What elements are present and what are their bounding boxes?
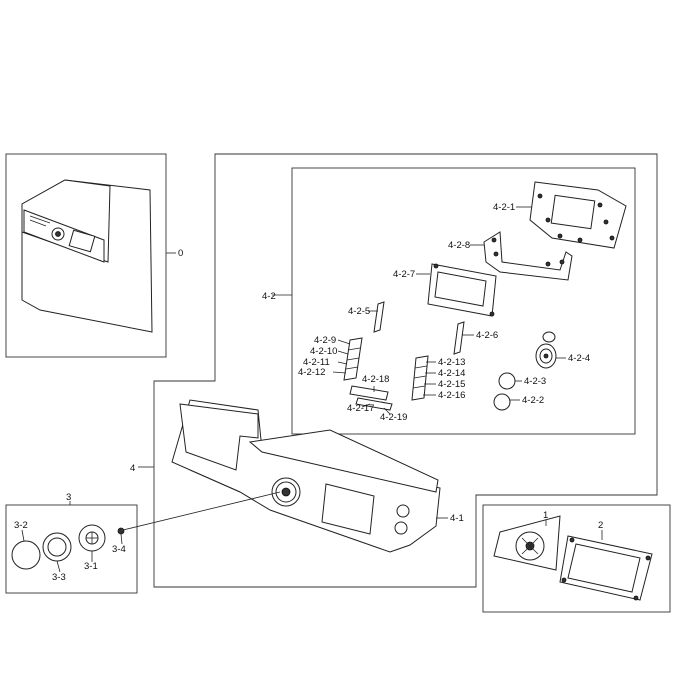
label-3-2: 3-2	[14, 520, 28, 531]
label-4-2-14: 4-2-14	[438, 368, 465, 379]
washer-unit-drawing	[21, 179, 153, 333]
label-4-2-10: 4-2-10	[310, 346, 337, 357]
bars-4-2-17-to-19-drawing	[349, 385, 393, 411]
module-1-drawing	[493, 515, 561, 571]
cap-4-2-3-drawing	[498, 372, 516, 390]
label-3-3: 3-3	[52, 572, 66, 583]
label-2: 2	[598, 520, 603, 531]
label-4-1: 4-1	[450, 513, 464, 524]
label-4: 4	[130, 463, 135, 474]
label-4-2-4: 4-2-4	[568, 353, 590, 364]
label-4-2-13: 4-2-13	[438, 357, 465, 368]
label-4-2-9: 4-2-9	[314, 335, 336, 346]
label-4-2-7: 4-2-7	[393, 269, 415, 280]
pcb-modules-box	[482, 504, 671, 613]
buttons-4-2-13-to-16-drawing	[411, 355, 429, 401]
label-4-2-12: 4-2-12	[298, 367, 325, 378]
knob-4-2-4-drawing	[535, 331, 557, 369]
control-panel-group-box	[153, 153, 658, 588]
cap-4-2-2-drawing	[493, 393, 511, 411]
label-4-2-11: 4-2-11	[303, 357, 330, 368]
buttons-4-2-9-to-12-drawing	[343, 337, 363, 381]
label-4-2-2: 4-2-2	[522, 395, 544, 406]
knob-assembly-box	[5, 504, 138, 594]
label-4-2-6: 4-2-6	[476, 330, 498, 341]
harness-4-2-8-drawing	[483, 231, 573, 281]
knob-assembly-drawing	[11, 524, 125, 570]
label-4-2-3: 4-2-3	[524, 376, 546, 387]
label-3: 3	[66, 492, 71, 503]
display-4-2-7-drawing	[427, 263, 497, 317]
washer-unit-box	[5, 153, 167, 358]
label-4-2-19: 4-2-19	[380, 412, 407, 423]
control-panel-4-1-drawing	[171, 399, 441, 553]
label-0: 0	[178, 248, 183, 259]
label-4-2-16: 4-2-16	[438, 390, 465, 401]
label-4-2-8: 4-2-8	[448, 240, 470, 251]
label-4-2-15: 4-2-15	[438, 379, 465, 390]
pcb-4-2-1-drawing	[529, 181, 627, 249]
label-3-4: 3-4	[112, 544, 126, 555]
strip-4-2-5-drawing	[373, 301, 385, 333]
label-4-2-18: 4-2-18	[362, 374, 389, 385]
label-4-2-1: 4-2-1	[493, 202, 515, 213]
label-1: 1	[543, 510, 548, 521]
strip-4-2-6-drawing	[453, 321, 465, 355]
label-4-2-17: 4-2-17	[347, 403, 374, 414]
label-4-2: 4-2	[262, 291, 276, 302]
module-2-drawing	[559, 535, 653, 601]
label-4-2-5: 4-2-5	[348, 306, 370, 317]
label-3-1: 3-1	[84, 561, 98, 572]
pcb-subassembly-box	[291, 167, 636, 435]
